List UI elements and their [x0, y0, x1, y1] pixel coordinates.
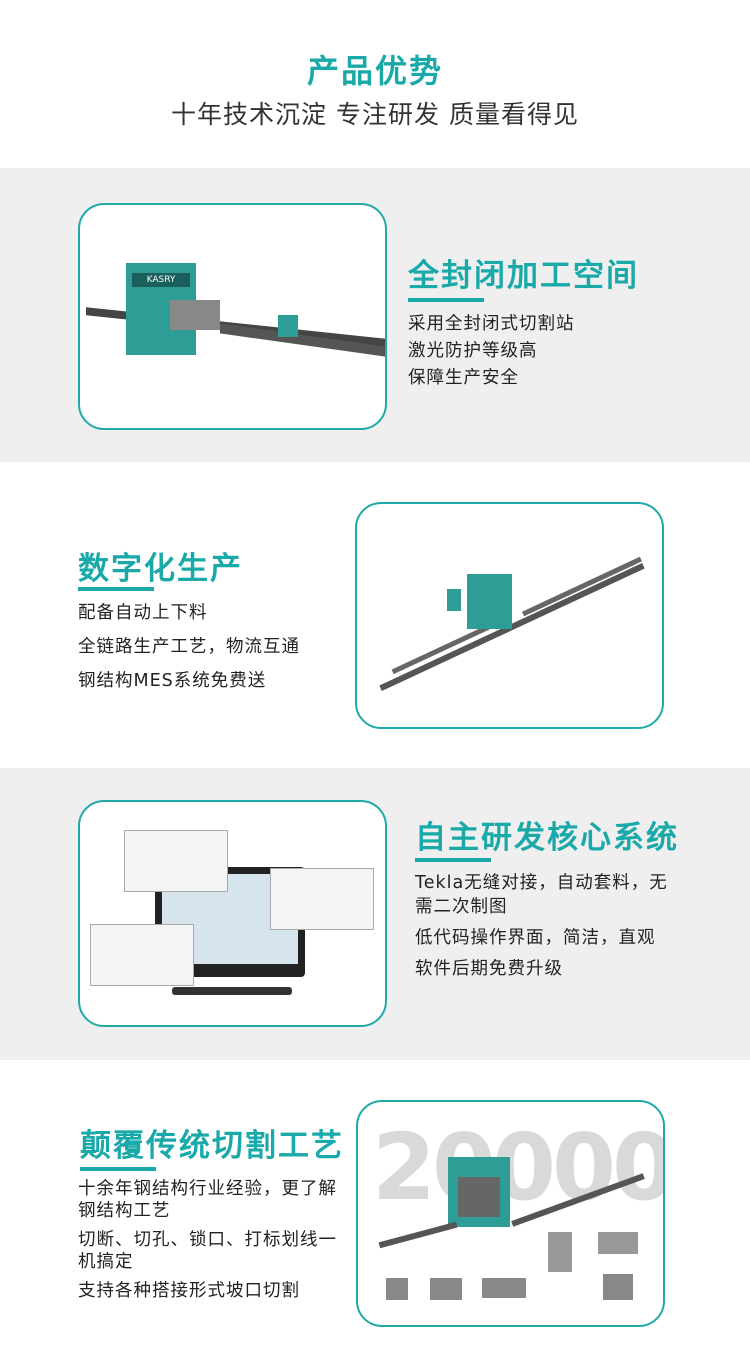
page-title: 产品优势	[306, 52, 443, 90]
section-title: 颠覆传统切割工艺	[80, 1128, 344, 1164]
software-image-card	[78, 800, 387, 1027]
production-line-image-card	[355, 502, 664, 729]
section-text: 采用全封闭式切割站 激光防护等级高 保障生产安全	[408, 312, 708, 397]
machine-image-card: KASRY	[78, 203, 387, 430]
text-line: 低代码操作界面，简洁，直观	[415, 928, 656, 948]
laser-power-image-card: 20000W	[356, 1100, 665, 1327]
text-line: 软件后期免费升级	[415, 959, 563, 979]
text-line: 全链路生产工艺，物流互通	[78, 637, 300, 657]
page-subtitle: 十年技术沉淀 专注研发 质量看得见	[171, 100, 579, 129]
section-title: 全封闭加工空间	[408, 258, 639, 294]
section-text: 配备自动上下料 全链路生产工艺，物流互通 钢结构MES系统免费送	[78, 601, 348, 700]
title-underline	[408, 298, 484, 302]
text-line: 支持各种搭接形式坡口切割	[78, 1281, 300, 1301]
text-line: 保障生产安全	[408, 368, 519, 388]
section-title: 自主研发核心系统	[415, 820, 679, 856]
section-text: 十余年钢结构行业经验，更了解钢结构工艺 切断、切孔、锁口、打标划线一机搞定 支持…	[78, 1178, 340, 1309]
text-line: 激光防护等级高	[408, 341, 538, 361]
text-line: 配备自动上下料	[78, 603, 208, 623]
title-underline	[80, 1167, 156, 1171]
title-underline	[78, 587, 154, 591]
section-text: Tekla无缝对接，自动套料，无需二次制图 低代码操作界面，简洁，直观 软件后期…	[415, 871, 670, 988]
text-line: 采用全封闭式切割站	[408, 314, 575, 334]
title-underline	[415, 858, 491, 862]
power-watermark: 20000W	[372, 1114, 663, 1221]
text-line: 十余年钢结构行业经验，更了解钢结构工艺	[78, 1179, 337, 1221]
text-line: 钢结构MES系统免费送	[78, 671, 267, 691]
text-line: Tekla无缝对接，自动套料，无需二次制图	[415, 873, 668, 917]
kasry-logo: KASRY	[132, 273, 190, 287]
section-title: 数字化生产	[78, 551, 243, 587]
text-line: 切断、切孔、锁口、打标划线一机搞定	[78, 1230, 337, 1272]
